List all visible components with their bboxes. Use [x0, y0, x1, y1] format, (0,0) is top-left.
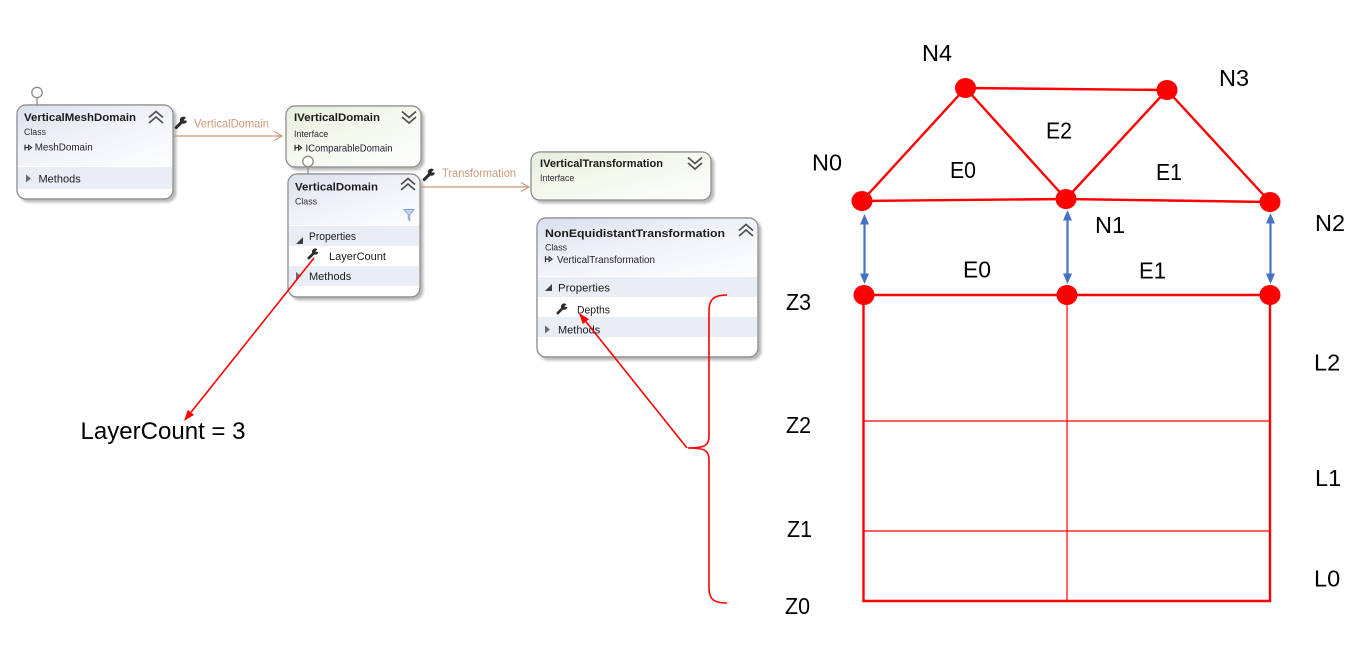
svg-text:IVerticalDomain: IVerticalDomain — [294, 112, 380, 124]
svg-text:Class: Class — [545, 243, 568, 253]
svg-text:LayerCount = 3: LayerCount = 3 — [81, 418, 246, 445]
svg-text:Z0: Z0 — [785, 593, 810, 619]
svg-text:VerticalDomain: VerticalDomain — [295, 182, 378, 194]
svg-text:N4: N4 — [922, 40, 952, 66]
svg-text:LayerCount: LayerCount — [329, 251, 386, 263]
svg-text:IComparableDomain: IComparableDomain — [306, 142, 393, 154]
svg-text:N1: N1 — [1095, 212, 1125, 238]
svg-text:Methods: Methods — [558, 325, 601, 337]
svg-text:Class: Class — [24, 127, 47, 137]
svg-text:Interface: Interface — [294, 129, 328, 139]
svg-text:E2: E2 — [1046, 118, 1072, 144]
svg-text:Z1: Z1 — [787, 516, 812, 542]
svg-text:Z3: Z3 — [786, 289, 811, 315]
svg-text:E1: E1 — [1139, 258, 1166, 284]
svg-text:Z2: Z2 — [786, 412, 811, 438]
svg-text:Methods: Methods — [39, 174, 82, 186]
svg-text:NonEquidistantTransformation: NonEquidistantTransformation — [545, 228, 725, 240]
svg-text:L1: L1 — [1315, 465, 1341, 491]
svg-text:Interface: Interface — [540, 173, 574, 183]
svg-text:N2: N2 — [1315, 210, 1345, 236]
svg-text:L2: L2 — [1314, 350, 1340, 376]
svg-text:VerticalTransformation: VerticalTransformation — [557, 254, 655, 266]
svg-text:Properties: Properties — [558, 283, 611, 295]
svg-text:IVerticalTransformation: IVerticalTransformation — [540, 158, 663, 170]
svg-text:E0: E0 — [963, 257, 991, 283]
svg-text:Properties: Properties — [309, 231, 356, 243]
svg-text:E0: E0 — [950, 157, 976, 183]
svg-text:Class: Class — [295, 197, 318, 207]
svg-text:MeshDomain: MeshDomain — [35, 142, 93, 154]
svg-text:VerticalDomain: VerticalDomain — [194, 117, 269, 131]
svg-text:VerticalMeshDomain: VerticalMeshDomain — [24, 112, 136, 124]
svg-text:E1: E1 — [1156, 159, 1182, 185]
svg-text:Transformation: Transformation — [442, 166, 516, 180]
svg-text:L0: L0 — [1314, 566, 1340, 592]
svg-text:Methods: Methods — [309, 271, 352, 283]
svg-text:N3: N3 — [1219, 65, 1249, 91]
svg-text:Depths: Depths — [577, 305, 610, 317]
svg-text:N0: N0 — [812, 150, 842, 176]
